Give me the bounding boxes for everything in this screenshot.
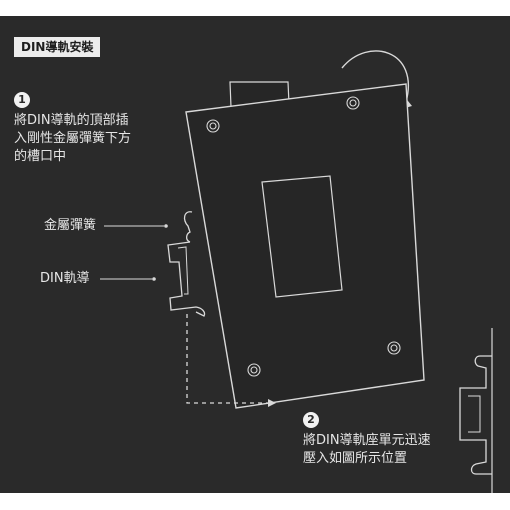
din-rail-diagram xyxy=(100,50,493,493)
rail-leader-dot xyxy=(152,277,156,281)
rail-label: DIN軌導 xyxy=(40,271,90,286)
rotation-arrow xyxy=(341,50,409,103)
step-2-text: 將DIN導軌座單元迅速 壓入如圖所示位置 xyxy=(303,432,431,468)
step-1-text: 將DIN導軌的頂部插 入剛性金屬彈簧下方 的槽口中 xyxy=(14,112,131,166)
din-rail-right-inner xyxy=(468,395,481,433)
step-2-number: 2 xyxy=(303,412,319,428)
step-1-line: 的槽口中 xyxy=(14,149,67,164)
diagram-panel: DIN導軌安裝 1 將DIN導軌的頂部插 入剛性金屬彈簧下方 的槽口中 金屬彈簧… xyxy=(0,16,510,493)
step-2-line: 壓入如圖所示位置 xyxy=(303,451,408,466)
step-2-line: 將DIN導軌座單元迅速 xyxy=(303,433,431,448)
spring-leader-dot xyxy=(164,224,168,228)
screw-top-left xyxy=(206,119,220,133)
device-window xyxy=(261,175,343,298)
screw-top-right xyxy=(346,96,360,110)
din-rail-left-inner xyxy=(177,246,189,295)
step-1-line: 入剛性金屬彈簧下方 xyxy=(14,131,132,146)
screw-bottom-left xyxy=(247,363,261,377)
metal-spring xyxy=(183,211,193,243)
install-path-arrowhead xyxy=(268,399,276,407)
install-path-arrow xyxy=(186,314,268,404)
spring-label: 金屬彈簧 xyxy=(44,218,97,233)
page-title: DIN導軌安裝 xyxy=(14,37,101,57)
din-rail-left xyxy=(167,241,206,317)
step-1-line: 將DIN導軌的頂部插 xyxy=(14,113,129,128)
step-1-number: 1 xyxy=(14,92,30,108)
screw-bottom-right xyxy=(387,341,401,355)
din-rail-right xyxy=(459,355,492,475)
